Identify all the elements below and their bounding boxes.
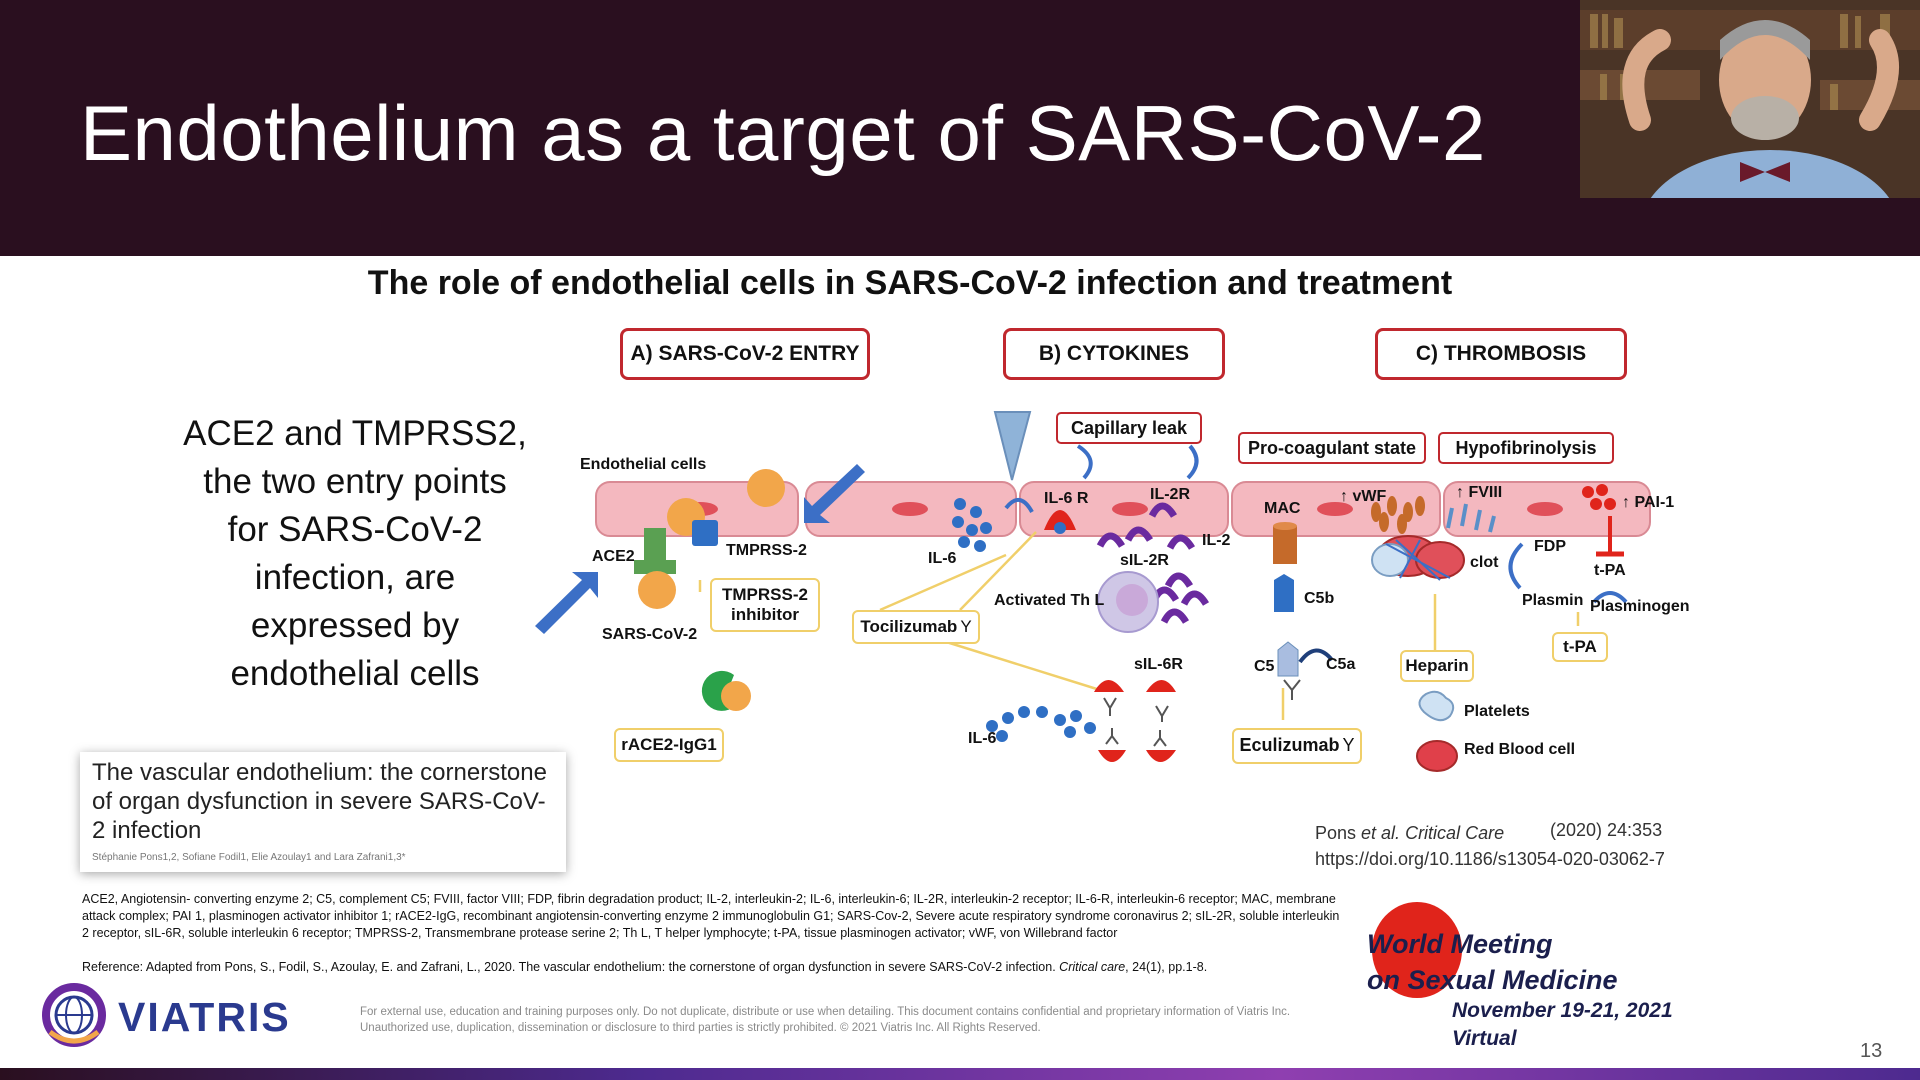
antibody-icon: Y — [1342, 735, 1355, 756]
company-name: VIATRIS — [118, 994, 291, 1040]
label-fdp: FDP — [1534, 538, 1566, 555]
label-sil6r: sIL-6R — [1134, 656, 1183, 673]
label-sars-cov2: SARS-CoV-2 — [602, 626, 698, 643]
eculizumab-box: Eculizumab Y — [1232, 728, 1362, 764]
presenter-video-image — [1580, 0, 1920, 198]
procoagulant-box: Pro-coagulant state — [1238, 432, 1426, 464]
left-text-line: endothelial cells — [230, 654, 480, 693]
abbreviations-footnote: ACE2, Angiotensin- converting enzyme 2; … — [82, 892, 1340, 940]
race2-box: rACE2-IgG1 — [614, 728, 724, 762]
paper-title: The vascular endothelium: the cornerston… — [92, 759, 547, 844]
label-c5a: C5a — [1326, 656, 1356, 673]
label-tpa-inhibited: t-PA — [1594, 562, 1626, 579]
cytokines-panel-graphics — [698, 411, 1210, 762]
citation-journal: Critical Care — [1400, 823, 1505, 843]
left-text-line: for SARS-CoV-2 — [227, 510, 483, 549]
entry-panel-graphics — [535, 464, 865, 711]
citation-doi: https://doi.org/10.1186/s13054-020-03062… — [1315, 849, 1665, 869]
label-c5b: C5b — [1304, 590, 1335, 607]
citation-author: Pons — [1315, 823, 1362, 843]
citation-journal-line: Pons et al. Critical Care — [1315, 820, 1665, 846]
tmprss2-inhibitor-box: TMPRSS-2 inhibitor — [710, 578, 820, 632]
bottom-accent-bar — [0, 1068, 1920, 1080]
figure-subtitle: The role of endothelial cells in SARS-Co… — [367, 264, 1453, 302]
label-pai1-text: PAI-1 — [1634, 494, 1675, 511]
reference-suffix: , 24(1), pp.1-8. — [1125, 960, 1208, 974]
left-text-line: the two entry points — [203, 462, 507, 501]
panel-label-thrombosis: C) THROMBOSIS — [1375, 328, 1627, 380]
left-text-line: ACE2 and TMPRSS2, — [183, 414, 527, 453]
legal-disclaimer: For external use, education and training… — [360, 1006, 1291, 1034]
label-vwf: ↑ vWF — [1340, 488, 1387, 505]
label-fviii-text: FVIII — [1468, 484, 1503, 501]
reference-line: Reference: Adapted from Pons, S., Fodil,… — [82, 960, 1382, 974]
label-il2r: IL-2R — [1150, 486, 1190, 503]
label-plasmin: Plasmin — [1522, 592, 1584, 609]
label-mac: MAC — [1264, 500, 1301, 517]
panel-label-cytokines: B) CYTOKINES — [1003, 328, 1225, 380]
paper-title-card: The vascular endothelium: the cornerston… — [80, 752, 566, 872]
antibody-icon: Y — [960, 616, 972, 636]
label-clot: clot — [1470, 554, 1499, 571]
thrombosis-panel-graphics — [1273, 484, 1628, 772]
tocilizumab-box: Tocilizumab Y — [852, 610, 980, 644]
label-activated-th: Activated Th L — [994, 592, 1105, 609]
label-fviii: ↑ FVIII — [1456, 484, 1503, 501]
citation: Pons et al. Critical Care https://doi.or… — [1315, 820, 1665, 872]
reference-text: Reference: Adapted from Pons, S., Fodil,… — [82, 960, 1060, 974]
tpa-box: t-PA — [1552, 632, 1608, 662]
event-date-line: November 19-21, 2021 — [1452, 999, 1673, 1022]
legend-platelets: Platelets — [1464, 703, 1530, 720]
left-text-line: infection, are — [254, 558, 456, 597]
hypofibrinolysis-box: Hypofibrinolysis — [1438, 432, 1614, 464]
label-sil2r: sIL-2R — [1120, 552, 1169, 569]
event-date: November 19-21, 2021 Virtual — [1452, 997, 1673, 1053]
label-endothelial-cells: Endothelial cells — [580, 456, 707, 473]
label-il6r: IL-6 R — [1044, 490, 1089, 507]
left-text-line: expressed by — [250, 606, 460, 645]
event-mode-line: Virtual — [1452, 1027, 1517, 1050]
label-il2: IL-2 — [1202, 532, 1231, 549]
clot-cluster — [1371, 535, 1465, 581]
label-il6-top: IL-6 — [928, 550, 957, 567]
slide-title: Endothelium as a target of SARS-CoV-2 — [80, 89, 1486, 177]
event-name-line: on Sexual Medicine — [1367, 965, 1618, 995]
reference-journal: Critical care — [1059, 960, 1126, 974]
label-vwf-text: vWF — [1352, 488, 1387, 505]
presenter-webcam — [1580, 0, 1920, 198]
capillary-leak-box: Capillary leak — [1056, 412, 1202, 444]
citation-year: (2020) 24:353 — [1550, 820, 1663, 840]
label-ace2: ACE2 — [592, 548, 635, 565]
event-name: World Meeting on Sexual Medicine — [1367, 926, 1618, 998]
left-explanation: ACE2 and TMPRSS2, the two entry points f… — [150, 410, 560, 698]
heparin-box: Heparin — [1400, 650, 1474, 682]
tocilizumab-label: Tocilizumab — [860, 616, 958, 636]
legend-rbc: Red Blood cell — [1464, 741, 1576, 758]
label-il6-bottom: IL-6 — [968, 730, 997, 747]
event-name-line: World Meeting — [1367, 929, 1553, 959]
paper-authors: Stéphanie Pons1,2, Sofiane Fodil1, Elie … — [92, 852, 406, 863]
panel-label-entry: A) SARS-CoV-2 ENTRY — [620, 328, 870, 380]
page-number: 13 — [1860, 1040, 1883, 1062]
event-logo-circle — [1372, 902, 1462, 998]
citation-et-al: et al. — [1361, 823, 1401, 843]
viatris-logo-icon — [42, 983, 106, 1047]
eculizumab-label: Eculizumab — [1239, 735, 1340, 756]
label-tmprss2: TMPRSS-2 — [726, 542, 807, 559]
label-plasminogen: Plasminogen — [1590, 598, 1690, 615]
label-c5: C5 — [1254, 658, 1275, 675]
label-pai1: ↑ PAI-1 — [1622, 494, 1675, 511]
